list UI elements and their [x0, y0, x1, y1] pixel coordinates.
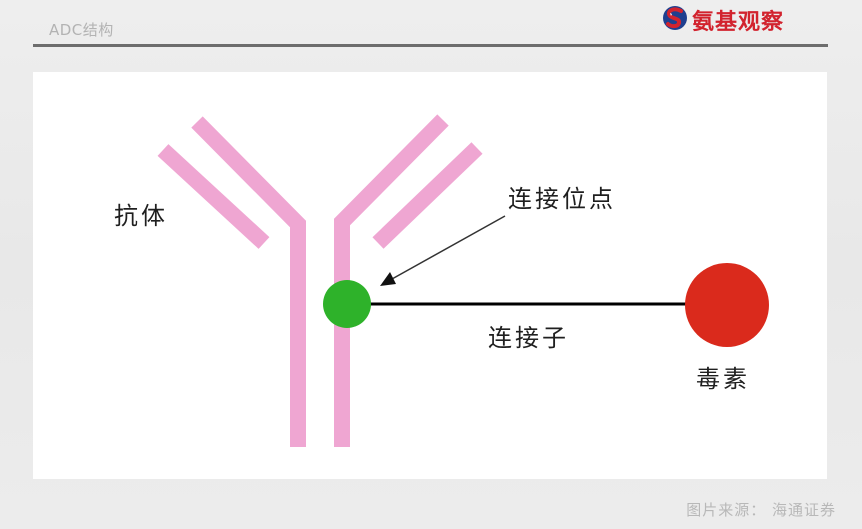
slide-title: ADC结构 [49, 21, 114, 39]
label-antibody: 抗体 [114, 202, 168, 230]
brand-name: 氨基观察 [692, 10, 785, 35]
header-divider [33, 44, 828, 47]
antibody-right-light-chain [372, 142, 483, 249]
adc-structure-diagram [157, 114, 769, 447]
toxin-dot [685, 263, 769, 347]
antibody-right-heavy-chain [334, 114, 449, 447]
label-conjugation-site: 连接位点 [508, 185, 616, 213]
label-linker: 连接子 [488, 324, 569, 352]
label-toxin: 毒素 [696, 365, 750, 393]
conjugation-site-dot [323, 280, 371, 328]
arrow-head-icon [380, 272, 396, 286]
diagram-panel: 抗体 连接位点 连接子 毒素 [33, 72, 827, 479]
image-source-caption: 图片来源： 海通证券 [686, 501, 836, 519]
brand-logo: 氨基观察 [662, 5, 785, 35]
antibody-left-light-chain [157, 144, 270, 249]
conjugation-site-arrow [391, 215, 506, 280]
antibody-left-heavy-chain [191, 116, 306, 447]
s-swirl-logo-icon [662, 5, 688, 35]
antibody-shape [157, 114, 483, 447]
